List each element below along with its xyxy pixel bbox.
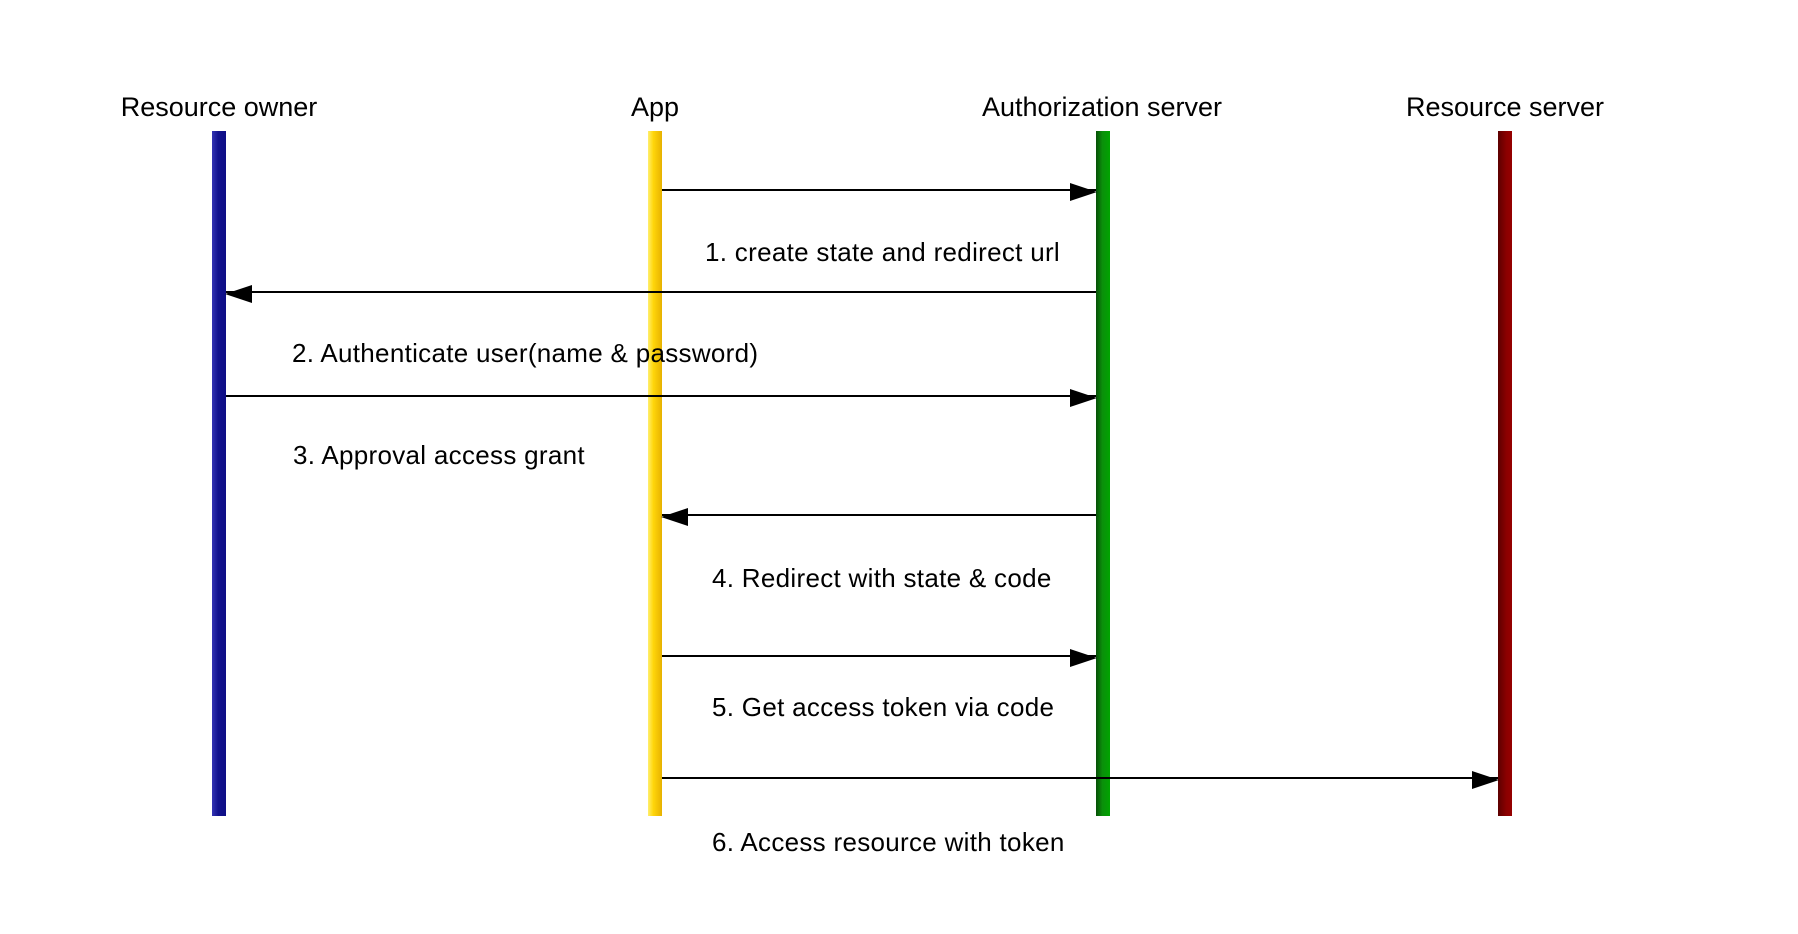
message-2-arrow <box>225 285 1096 303</box>
participant-label-authorization-server: Authorization server <box>981 92 1223 122</box>
message-5-label: 5. Get access token via code <box>712 692 1055 722</box>
message-4-label: 4. Redirect with state & code <box>712 563 1052 593</box>
arrowhead-icon <box>225 285 252 303</box>
arrowhead-icon <box>1070 649 1097 667</box>
message-3-label: 3. Approval access grant <box>293 440 585 470</box>
lifeline-app <box>648 131 662 816</box>
arrowhead-icon <box>1472 771 1499 789</box>
participant-label-resource-server: Resource server <box>1405 92 1605 122</box>
message-5-arrow <box>662 649 1097 667</box>
lifeline-authorization-server <box>1096 131 1110 816</box>
arrowhead-icon <box>1070 183 1097 201</box>
message-1-arrow <box>662 183 1097 201</box>
message-4-arrow <box>661 508 1096 526</box>
arrowhead-icon <box>661 508 688 526</box>
arrowhead-icon <box>1070 389 1097 407</box>
lifeline-resource-server <box>1498 131 1512 816</box>
message-3-arrow <box>226 389 1097 407</box>
message-1-label: 1. create state and redirect url <box>705 237 1061 267</box>
participant-label-app: App <box>630 92 680 122</box>
participant-label-resource-owner: Resource owner <box>120 92 318 122</box>
lifeline-resource-owner <box>212 131 226 816</box>
message-6-arrow <box>662 771 1499 789</box>
message-2-label: 2. Authenticate user(name & password) <box>292 338 759 368</box>
message-6-label: 6. Access resource with token <box>712 827 1065 857</box>
